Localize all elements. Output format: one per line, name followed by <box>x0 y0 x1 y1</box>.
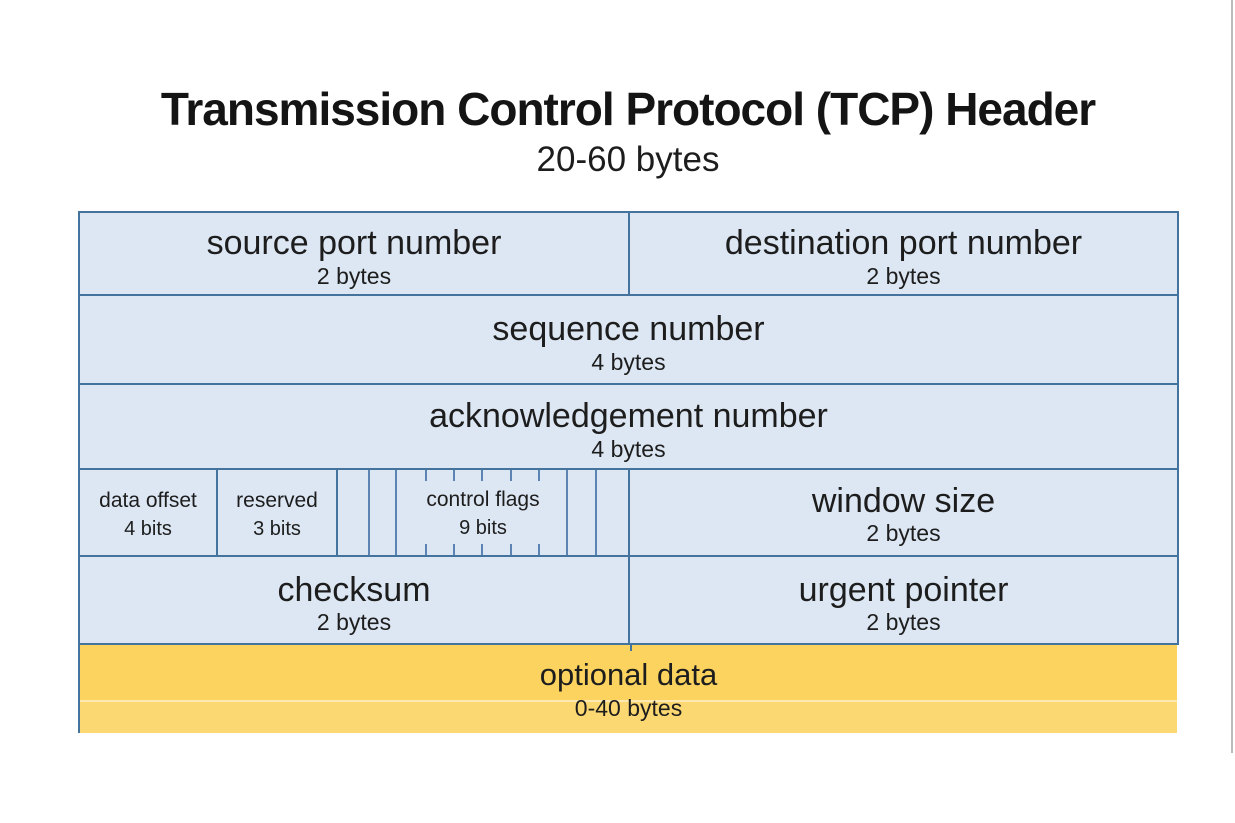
field-size: 4 bytes <box>591 435 666 462</box>
field-data-offset: data offset 4 bits <box>80 470 218 555</box>
field-control-flags: control flags 9 bits <box>338 470 628 555</box>
field-label: sequence number <box>492 310 765 349</box>
field-label: data offset <box>99 489 197 513</box>
bit-cell-tick <box>453 470 455 481</box>
bit-cell-tick <box>538 470 540 481</box>
field-label: acknowledgement number <box>429 397 828 436</box>
row-checksum-urgent: checksum 2 bytes urgent pointer 2 bytes <box>80 557 1177 643</box>
field-size: 0-40 bytes <box>574 694 683 721</box>
field-label: urgent pointer <box>798 570 1009 609</box>
bit-cell-tick <box>481 470 483 481</box>
field-source-port: source port number 2 bytes <box>80 213 630 294</box>
field-acknowledgement-number: acknowledgement number 4 bytes <box>80 385 1177 468</box>
field-checksum: checksum 2 bytes <box>80 557 630 643</box>
bit-cell-line <box>368 470 370 555</box>
field-size: 9 bits <box>459 516 507 539</box>
field-window-size: window size 2 bytes <box>628 470 1177 555</box>
field-size: 2 bytes <box>316 609 392 636</box>
bit-cell-tick <box>538 544 540 555</box>
field-label: destination port number <box>724 224 1083 263</box>
bit-cell-line <box>566 470 568 555</box>
field-sequence-number: sequence number 4 bytes <box>80 296 1177 383</box>
field-size: 3 bits <box>253 517 301 540</box>
bit-cell-line <box>395 470 397 555</box>
bit-cell-tick <box>481 544 483 555</box>
bit-cell-tick <box>453 544 455 555</box>
field-label: window size <box>811 481 996 520</box>
field-size: 2 bytes <box>866 520 941 547</box>
slide-right-edge-line <box>1231 0 1233 753</box>
field-label: reserved <box>236 489 318 513</box>
diagram-title: Transmission Control Protocol (TCP) Head… <box>160 83 1096 135</box>
field-optional-data: optional data 0-40 bytes <box>78 645 1177 735</box>
field-size: 2 bytes <box>866 609 941 636</box>
field-size: 2 bytes <box>866 262 941 289</box>
row-flags-window: data offset 4 bits reserved 3 bits <box>80 470 1177 557</box>
row-acknowledgement-number: acknowledgement number 4 bytes <box>80 385 1177 470</box>
field-size: 4 bytes <box>591 348 666 375</box>
bit-cell-tick <box>425 470 427 481</box>
field-label: checksum <box>277 570 431 609</box>
bit-cell-tick <box>510 544 512 555</box>
field-size: 4 bits <box>124 517 172 540</box>
row-sequence-number: sequence number 4 bytes <box>80 296 1177 385</box>
field-label: control flags <box>426 488 540 512</box>
bit-cell-line <box>595 470 597 555</box>
field-size: 2 bytes <box>316 262 392 289</box>
field-control-flags-bit-cells: control flags 9 bits <box>338 470 628 555</box>
field-urgent-pointer: urgent pointer 2 bytes <box>630 557 1177 643</box>
optional-data-inner-divider <box>80 700 1177 735</box>
field-label: optional data <box>539 657 718 693</box>
bit-cell-tick <box>510 470 512 481</box>
field-label: source port number <box>206 224 502 263</box>
field-destination-port: destination port number 2 bytes <box>630 213 1177 294</box>
center-divider-tick <box>630 645 632 651</box>
bit-cell-tick <box>425 544 427 555</box>
row-ports: source port number 2 bytes destination p… <box>80 213 1177 296</box>
diagram-subtitle: 20-60 bytes <box>536 140 720 180</box>
field-reserved: reserved 3 bits <box>218 470 338 555</box>
title-block: Transmission Control Protocol (TCP) Head… <box>68 0 1188 181</box>
tcp-header-table: source port number 2 bytes destination p… <box>78 211 1179 645</box>
